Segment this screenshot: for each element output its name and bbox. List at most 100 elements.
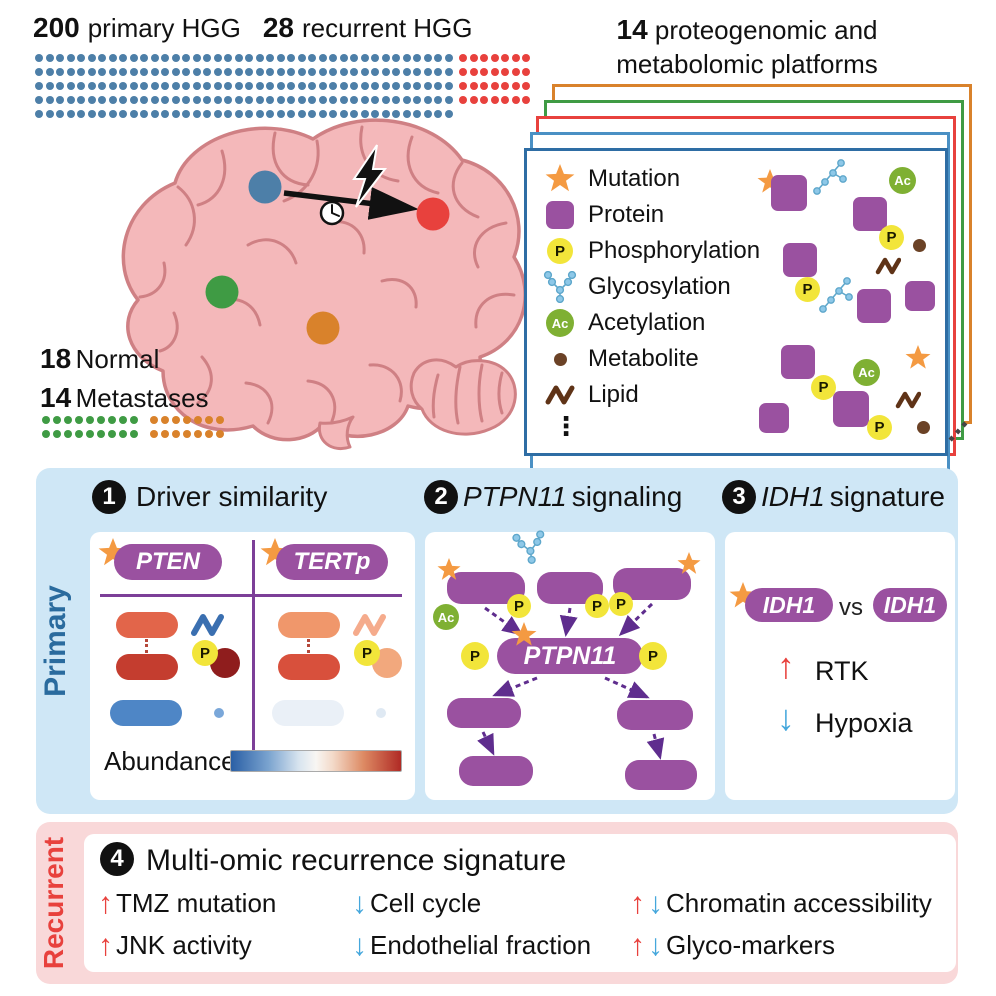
dot-primary	[444, 54, 453, 62]
connector	[307, 639, 310, 653]
dot-primary	[402, 82, 411, 90]
phospho-icon: P	[609, 592, 633, 616]
dot-primary	[308, 96, 316, 104]
dot-primary	[192, 96, 201, 104]
header-ptpn11-signaling: 2 PTPN11 signaling	[424, 480, 682, 514]
dot-primary	[423, 54, 432, 62]
dot-primary	[266, 68, 274, 76]
primary-count: 200	[33, 12, 80, 43]
dot-recurrent	[459, 68, 467, 76]
dot-primary	[329, 110, 337, 118]
dot-normal	[42, 430, 50, 438]
column-divider	[252, 540, 255, 754]
dot-primary	[402, 96, 411, 104]
primary-label: primary HGG	[87, 13, 241, 43]
dot-primary	[402, 54, 411, 62]
legend-row: Protein	[541, 197, 760, 233]
dot-primary	[213, 82, 222, 90]
dot-grid-recurrent	[459, 54, 530, 104]
phospho-icon: P	[354, 640, 380, 666]
gene-pill-idh1-wt: IDH1	[873, 588, 947, 622]
dot-primary	[360, 82, 369, 90]
dot-grid-metastases	[150, 416, 224, 438]
up-arrow-icon: ↑	[98, 928, 113, 962]
dot-primary	[171, 68, 180, 76]
dot-recurrent	[469, 68, 478, 76]
mutation-icon	[541, 164, 579, 194]
dot-primary	[224, 68, 232, 76]
dot-primary	[308, 110, 316, 118]
dot-recurrent	[490, 68, 499, 76]
dot-normal	[119, 430, 127, 438]
dot-recurrent	[511, 96, 520, 104]
dot-primary	[423, 96, 432, 104]
dot-primary	[108, 54, 117, 62]
dot-primary	[87, 54, 96, 62]
dot-primary	[45, 82, 54, 90]
dot-primary	[108, 82, 117, 90]
legend-ellipsis: ⋮	[553, 411, 579, 441]
legend-label: Mutation	[588, 165, 681, 192]
dot-primary	[140, 54, 148, 62]
dot-normal	[108, 416, 116, 424]
glyco-icon	[541, 271, 579, 303]
recurrence-label: JNK activity	[116, 930, 252, 960]
dot-primary	[119, 54, 127, 62]
dot-primary	[318, 82, 327, 90]
dot-normal	[53, 416, 61, 424]
dot-primary	[98, 54, 106, 62]
dot-primary	[66, 82, 75, 90]
dot-primary	[234, 68, 243, 76]
dot-primary	[308, 68, 316, 76]
dot-recurrent	[511, 54, 520, 62]
dot-primary	[35, 54, 43, 62]
recurrence-label: Endothelial fraction	[370, 930, 592, 960]
dot-primary	[308, 54, 316, 62]
dot-primary	[77, 96, 85, 104]
header-idh1-signature: 3 IDH1 signature	[722, 480, 945, 514]
dot-primary	[434, 54, 442, 62]
dot-primary	[45, 96, 54, 104]
dot-primary	[287, 96, 295, 104]
dot-primary	[213, 54, 222, 62]
phospho-icon: P	[639, 642, 667, 670]
legend-label: Phosphorylation	[588, 237, 761, 264]
legend-row: Metabolite	[541, 341, 760, 377]
dot-primary	[276, 54, 285, 62]
dot-primary	[161, 82, 169, 90]
dot-primary	[392, 82, 400, 90]
dot-primary	[182, 68, 190, 76]
metabolite-icon	[913, 239, 926, 252]
dot-met	[205, 416, 213, 424]
protein-oval	[447, 698, 521, 728]
protein-icon	[771, 175, 807, 211]
normal-count: 18	[40, 343, 72, 374]
down-arrow-icon: ↓	[648, 928, 663, 962]
legend-label: Lipid	[588, 381, 639, 408]
metabolite-icon	[541, 352, 579, 366]
dot-recurrent	[469, 54, 478, 62]
dot-primary	[297, 68, 306, 76]
dot-normal	[86, 430, 94, 438]
dot-primary	[213, 110, 222, 118]
dot-recurrent	[469, 96, 478, 104]
glyco-icon	[512, 530, 545, 564]
dot-primary	[182, 82, 190, 90]
legend-row: Lipid	[541, 377, 760, 413]
legend-row: Mutation	[541, 161, 760, 197]
dot-primary	[287, 54, 295, 62]
dot-primary	[56, 82, 64, 90]
dot-normal	[108, 430, 116, 438]
dot-primary	[329, 54, 337, 62]
up-arrow-icon: ↑	[98, 886, 113, 920]
dot-primary	[108, 68, 117, 76]
dot-primary	[192, 110, 201, 118]
protein-icon	[853, 197, 887, 231]
dot-primary	[255, 68, 264, 76]
up-arrow-icon: ↑	[630, 886, 645, 920]
acetyl-icon: Ac	[541, 309, 579, 337]
dot-recurrent	[480, 82, 488, 90]
metabolite-icon	[917, 421, 930, 434]
dot-primary	[87, 96, 96, 104]
